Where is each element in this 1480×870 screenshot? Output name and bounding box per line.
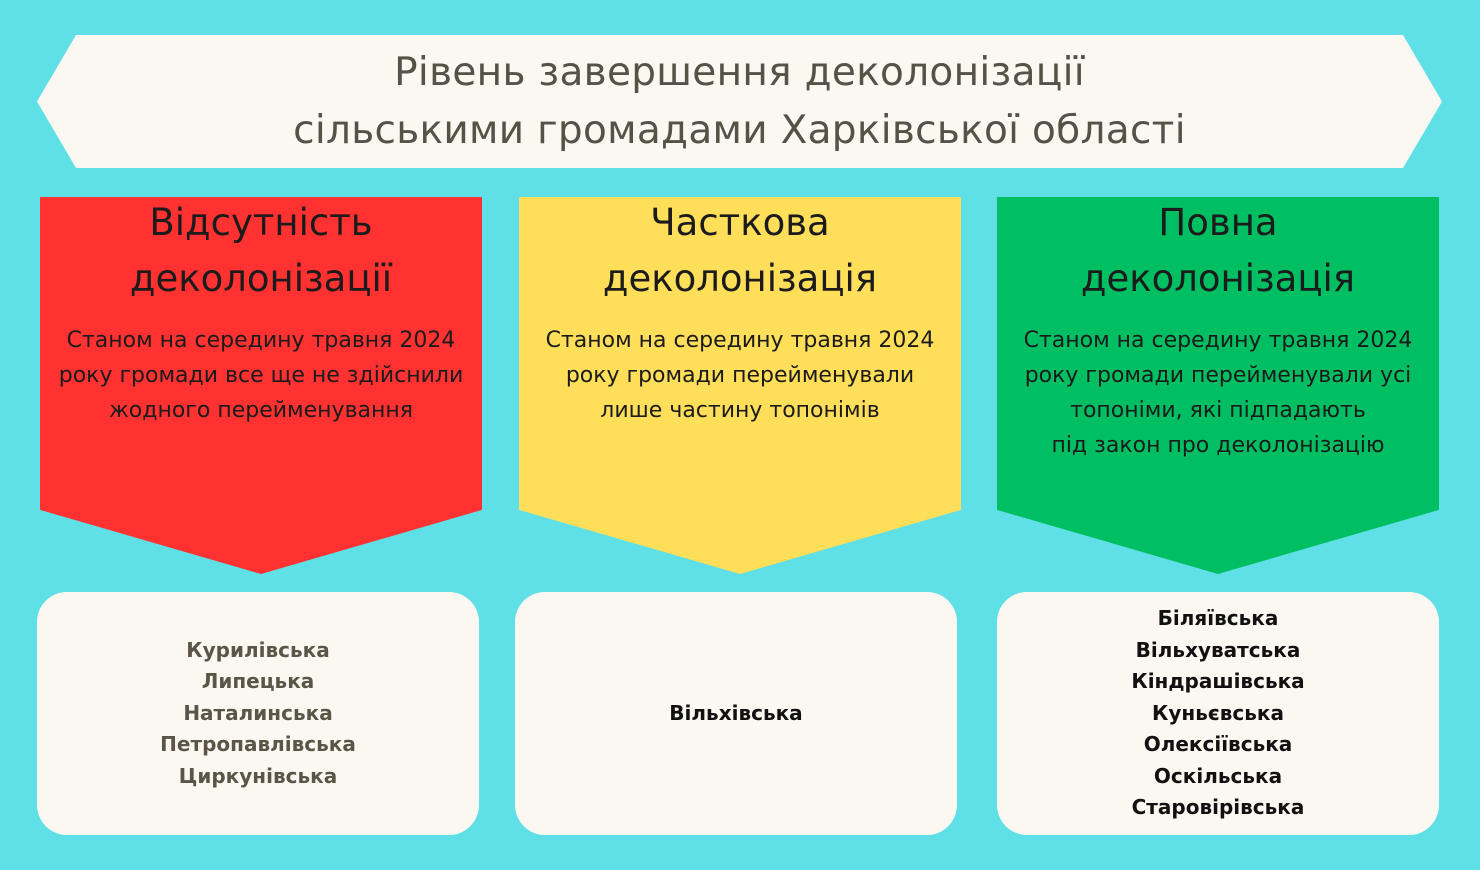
heading-line-1: Часткова bbox=[650, 201, 830, 244]
heading-line-2: деколонізація bbox=[602, 257, 878, 300]
title-line-1: Рівень завершення деколонізації bbox=[394, 49, 1085, 95]
heading-line-2: деколонізації bbox=[129, 257, 393, 300]
arrow-full-decolonization: Повна деколонізація Станом на середину т… bbox=[997, 197, 1439, 574]
column-description: Станом на середину травня 2024 року гром… bbox=[40, 323, 482, 428]
arrow-no-decolonization: Відсутність деколонізації Станом на сере… bbox=[40, 197, 482, 574]
communities-card-full: Біляївська Вільхуватська Кіндрашівська К… bbox=[997, 592, 1439, 835]
desc-line-1: Станом на середину травня 2024 bbox=[66, 328, 456, 353]
community-name: Біляївська bbox=[1157, 606, 1279, 631]
communities-card-partial: Вільхівська bbox=[515, 592, 957, 835]
heading-line-2: деколонізація bbox=[1080, 257, 1356, 300]
community-name: Циркунівська bbox=[178, 763, 338, 788]
community-name: Оскільська bbox=[1153, 763, 1283, 788]
communities-card-none: Курилівська Липецька Наталинська Петропа… bbox=[37, 592, 479, 835]
arrow-partial-decolonization: Часткова деколонізація Станом на середин… bbox=[519, 197, 961, 574]
community-name: Кіндрашівська bbox=[1131, 669, 1305, 694]
community-name: Вільхуватська bbox=[1135, 637, 1301, 662]
community-name: Олексіївська bbox=[1143, 732, 1293, 757]
title-line-2: сільськими громадами Харківської області bbox=[293, 107, 1186, 153]
title-banner: Рівень завершення деколонізації сільськи… bbox=[37, 35, 1442, 168]
desc-line-1: Станом на середину травня 2024 bbox=[545, 328, 935, 353]
community-name: Вільхівська bbox=[669, 700, 803, 725]
desc-line-2: року громади перейменували усі bbox=[1024, 363, 1412, 388]
community-name: Петропавлівська bbox=[160, 732, 356, 757]
column-heading: Часткова деколонізація bbox=[519, 197, 961, 307]
heading-line-1: Повна bbox=[1158, 201, 1278, 244]
column-heading: Повна деколонізація bbox=[997, 197, 1439, 307]
desc-line-1: Станом на середину травня 2024 bbox=[1023, 328, 1413, 353]
desc-line-3: лише частину топонімів bbox=[600, 398, 880, 423]
desc-line-2: року громади перейменували bbox=[565, 363, 915, 388]
column-heading: Відсутність деколонізації bbox=[40, 197, 482, 307]
community-name: Курилівська bbox=[186, 637, 330, 662]
community-name: Старовірівська bbox=[1131, 795, 1305, 820]
community-name: Липецька bbox=[201, 669, 315, 694]
desc-line-3: топоніми, які підпадають bbox=[1070, 398, 1366, 423]
column-description: Станом на середину травня 2024 року гром… bbox=[997, 323, 1439, 463]
desc-line-4: під закон про деколонізацію bbox=[1051, 433, 1385, 458]
heading-line-1: Відсутність bbox=[149, 201, 373, 244]
desc-line-2: року громади все ще не здійснили bbox=[58, 363, 464, 388]
community-name: Куньєвська bbox=[1152, 700, 1284, 725]
community-name: Наталинська bbox=[183, 700, 333, 725]
desc-line-3: жодного перейменування bbox=[108, 398, 414, 423]
column-description: Станом на середину травня 2024 року гром… bbox=[519, 323, 961, 428]
